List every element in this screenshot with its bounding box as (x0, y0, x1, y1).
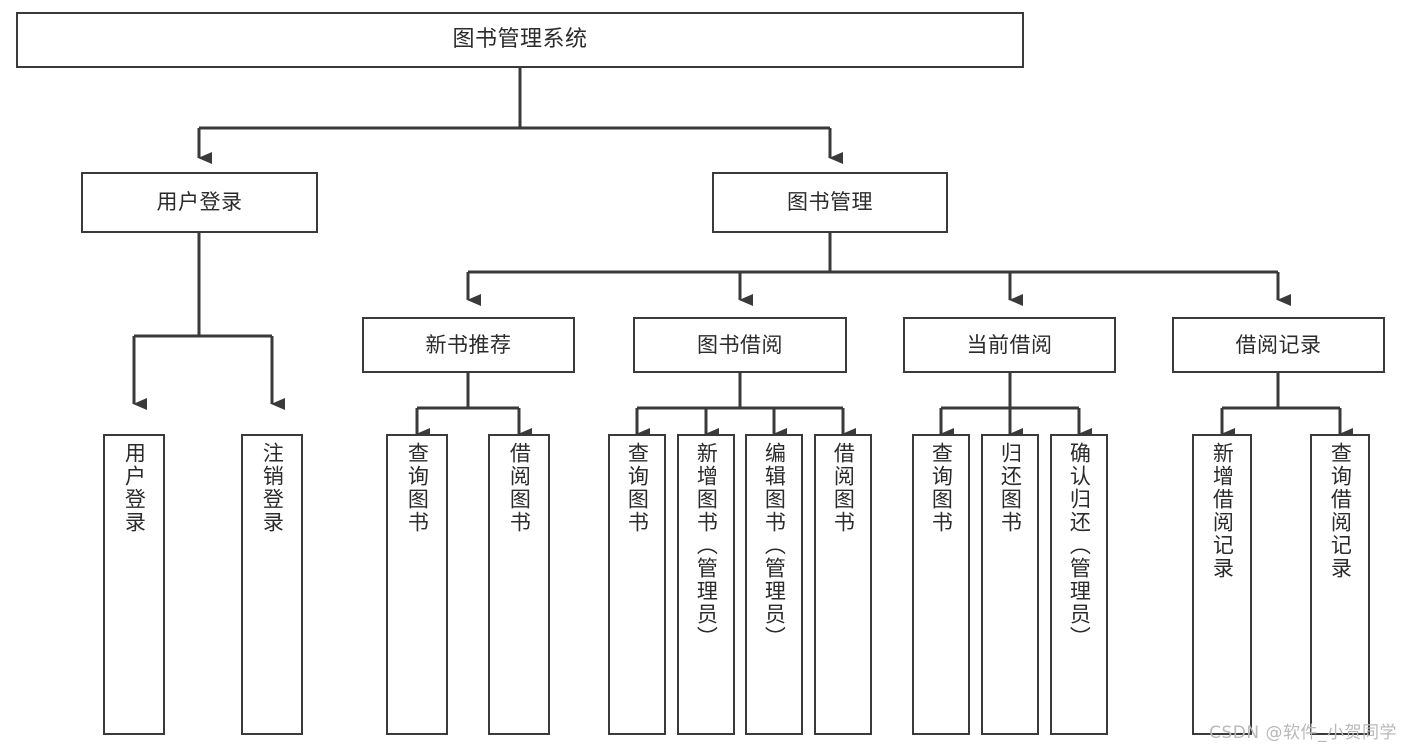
node-borrow-record-label: 借阅记录 (1235, 332, 1322, 357)
leaf-logout[interactable]: 注销登录 (241, 434, 303, 735)
node-current-borrow[interactable]: 当前借阅 (903, 317, 1116, 373)
leaf-bb-add-book-label: 新增图书（管理员） (694, 442, 719, 649)
node-current-borrow-label: 当前借阅 (966, 332, 1053, 357)
leaf-cb-confirm-return-label: 确认归还（管理员） (1067, 442, 1092, 649)
node-borrow-record[interactable]: 借阅记录 (1172, 317, 1385, 373)
node-book-manage[interactable]: 图书管理 (712, 172, 948, 233)
node-book-manage-label: 图书管理 (787, 190, 873, 215)
leaf-bb-borrow-book-label: 借阅图书 (831, 442, 856, 534)
node-book-borrow-label: 图书借阅 (697, 332, 783, 357)
node-root[interactable]: 图书管理系统 (16, 12, 1024, 68)
leaf-cb-return-book-label: 归还图书 (998, 442, 1023, 534)
leaf-bb-query-book[interactable]: 查询图书 (608, 434, 666, 735)
leaf-bb-borrow-book[interactable]: 借阅图书 (814, 434, 872, 735)
leaf-br-query-record-label: 查询借阅记录 (1328, 442, 1353, 580)
leaf-cb-return-book[interactable]: 归还图书 (981, 434, 1039, 735)
leaf-user-login[interactable]: 用户登录 (103, 434, 165, 735)
node-book-borrow[interactable]: 图书借阅 (633, 317, 847, 373)
leaf-cb-confirm-return[interactable]: 确认归还（管理员） (1050, 434, 1108, 735)
leaf-bb-edit-book-label: 编辑图书（管理员） (762, 442, 787, 649)
leaf-bb-query-book-label: 查询图书 (625, 442, 650, 534)
leaf-bb-edit-book[interactable]: 编辑图书（管理员） (745, 434, 803, 735)
node-root-label: 图书管理系统 (452, 27, 588, 53)
leaf-cb-query-book-label: 查询图书 (929, 442, 954, 534)
node-user-login-label: 用户登录 (156, 190, 243, 215)
leaf-nb-borrow-book-label: 借阅图书 (507, 442, 532, 534)
node-new-book-recommend-label: 新书推荐 (425, 332, 512, 357)
leaf-br-add-record[interactable]: 新增借阅记录 (1192, 434, 1252, 735)
leaf-cb-query-book[interactable]: 查询图书 (912, 434, 970, 735)
node-new-book-recommend[interactable]: 新书推荐 (362, 317, 575, 373)
leaf-logout-label: 注销登录 (260, 442, 285, 534)
leaf-br-add-record-label: 新增借阅记录 (1210, 442, 1235, 580)
leaf-nb-query-book[interactable]: 查询图书 (386, 434, 448, 735)
leaf-bb-add-book[interactable]: 新增图书（管理员） (677, 434, 735, 735)
leaf-br-query-record[interactable]: 查询借阅记录 (1310, 434, 1370, 735)
leaf-nb-borrow-book[interactable]: 借阅图书 (488, 434, 550, 735)
node-user-login[interactable]: 用户登录 (81, 172, 318, 233)
watermark: CSDN @软件_小贺同学 (1209, 723, 1397, 743)
leaf-user-login-label: 用户登录 (122, 442, 147, 534)
leaf-nb-query-book-label: 查询图书 (405, 442, 430, 534)
